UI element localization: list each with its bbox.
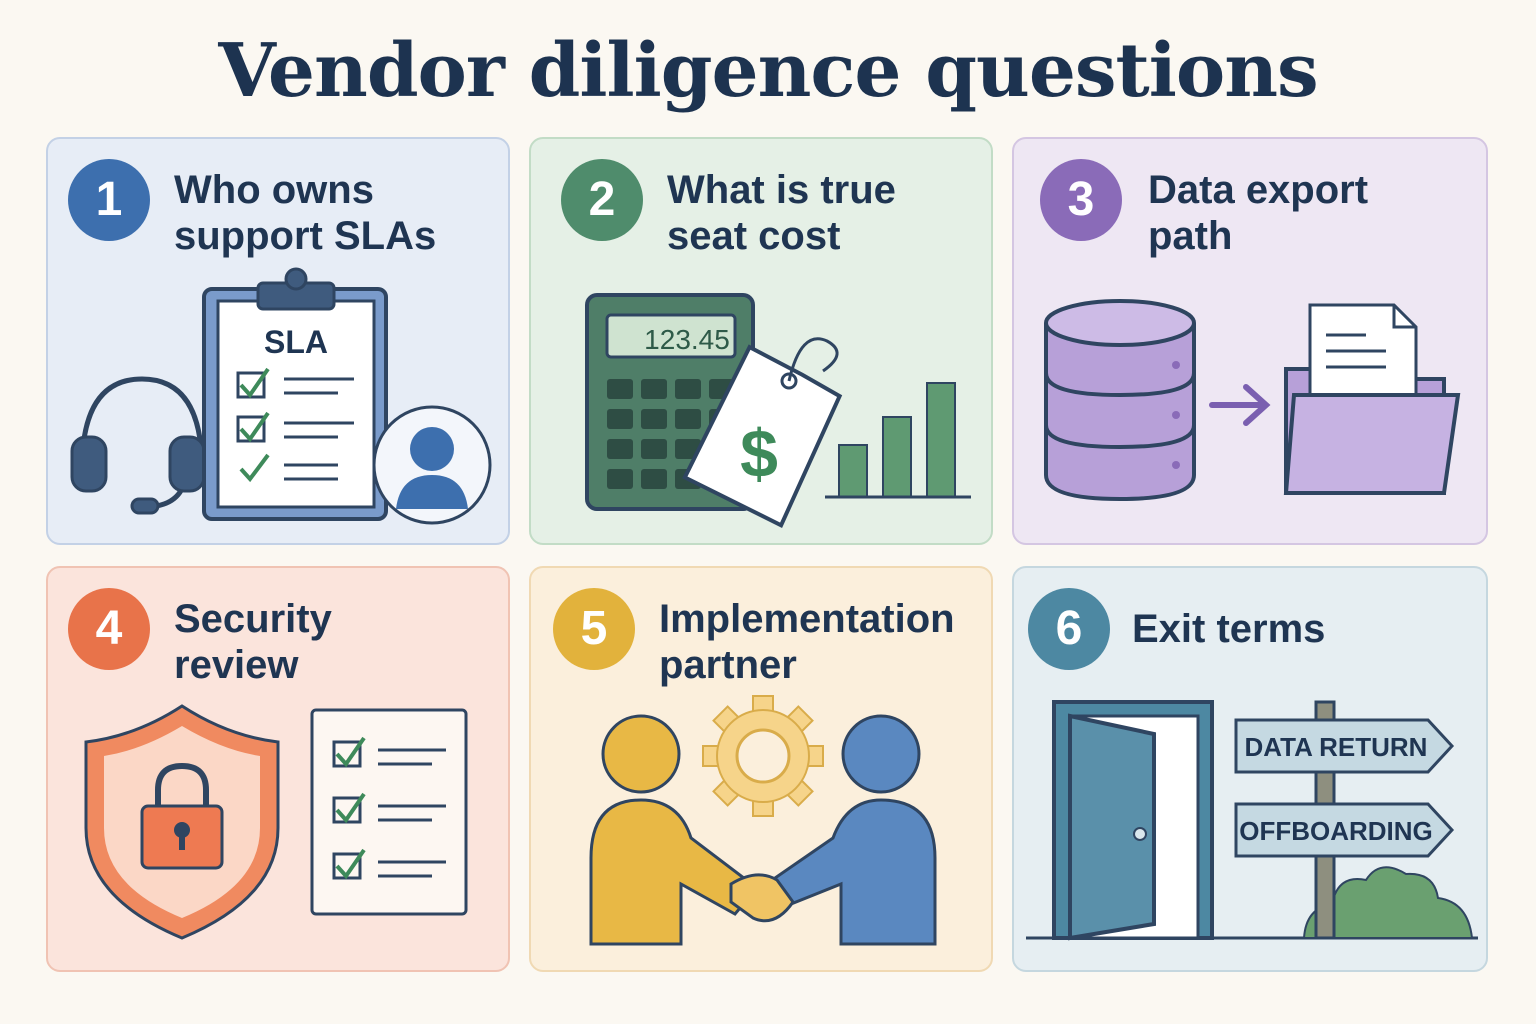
bar-chart-icon — [825, 382, 971, 499]
sign-offboarding: OFFBOARDING — [1234, 802, 1455, 858]
step-number-6: 6 — [1028, 588, 1110, 670]
folder-document-icon — [1283, 303, 1461, 495]
question-text-5: Implementation partner — [659, 597, 955, 687]
database-icon — [1044, 299, 1196, 502]
step-number-3: 3 — [1040, 159, 1122, 241]
step-number-2: 2 — [561, 159, 643, 241]
headset-earcups — [70, 435, 206, 515]
handshake-icon — [589, 714, 937, 946]
question-card-2: 2 What is true seat cost 123.45 $ — [529, 137, 993, 545]
checklist-icon — [310, 708, 468, 916]
calculator-display: 123.45 — [644, 324, 730, 355]
open-door-icon — [1052, 700, 1214, 941]
question-card-6: 6 Exit terms DATA RETURN OFFBOARDING — [1012, 566, 1488, 972]
svg-text:OFFBOARDING: OFFBOARDING — [1239, 816, 1433, 846]
question-text-3: Data export path — [1148, 168, 1369, 258]
svg-text:$: $ — [740, 416, 778, 492]
question-card-3: 3 Data export path — [1012, 137, 1488, 545]
step-number-4: 4 — [68, 588, 150, 670]
sla-label: SLA — [264, 324, 328, 360]
svg-text:DATA RETURN: DATA RETURN — [1245, 732, 1428, 762]
question-text-6: Exit terms — [1132, 607, 1326, 651]
step-number-5: 5 — [553, 588, 635, 670]
question-text-2: What is true seat cost — [667, 168, 896, 258]
step-number-1: 1 — [68, 159, 150, 241]
question-card-5: 5 Implementation partner — [529, 566, 993, 972]
clipboard-checklist-icon — [202, 267, 388, 521]
question-card-4: 4 Security review — [46, 566, 510, 972]
gear-icon — [702, 695, 824, 817]
user-avatar-icon — [372, 405, 492, 525]
arrow-right-icon — [1209, 384, 1271, 426]
price-tag-icon: $ — [682, 337, 843, 528]
question-card-1: 1 Who owns support SLAs — [46, 137, 510, 545]
question-text-4: Security review — [174, 597, 332, 687]
question-text-1: Who owns support SLAs — [174, 168, 437, 258]
page-title: Vendor diligence questions — [218, 28, 1318, 114]
sign-data-return: DATA RETURN — [1234, 718, 1455, 774]
shield-lock-icon — [84, 704, 280, 940]
